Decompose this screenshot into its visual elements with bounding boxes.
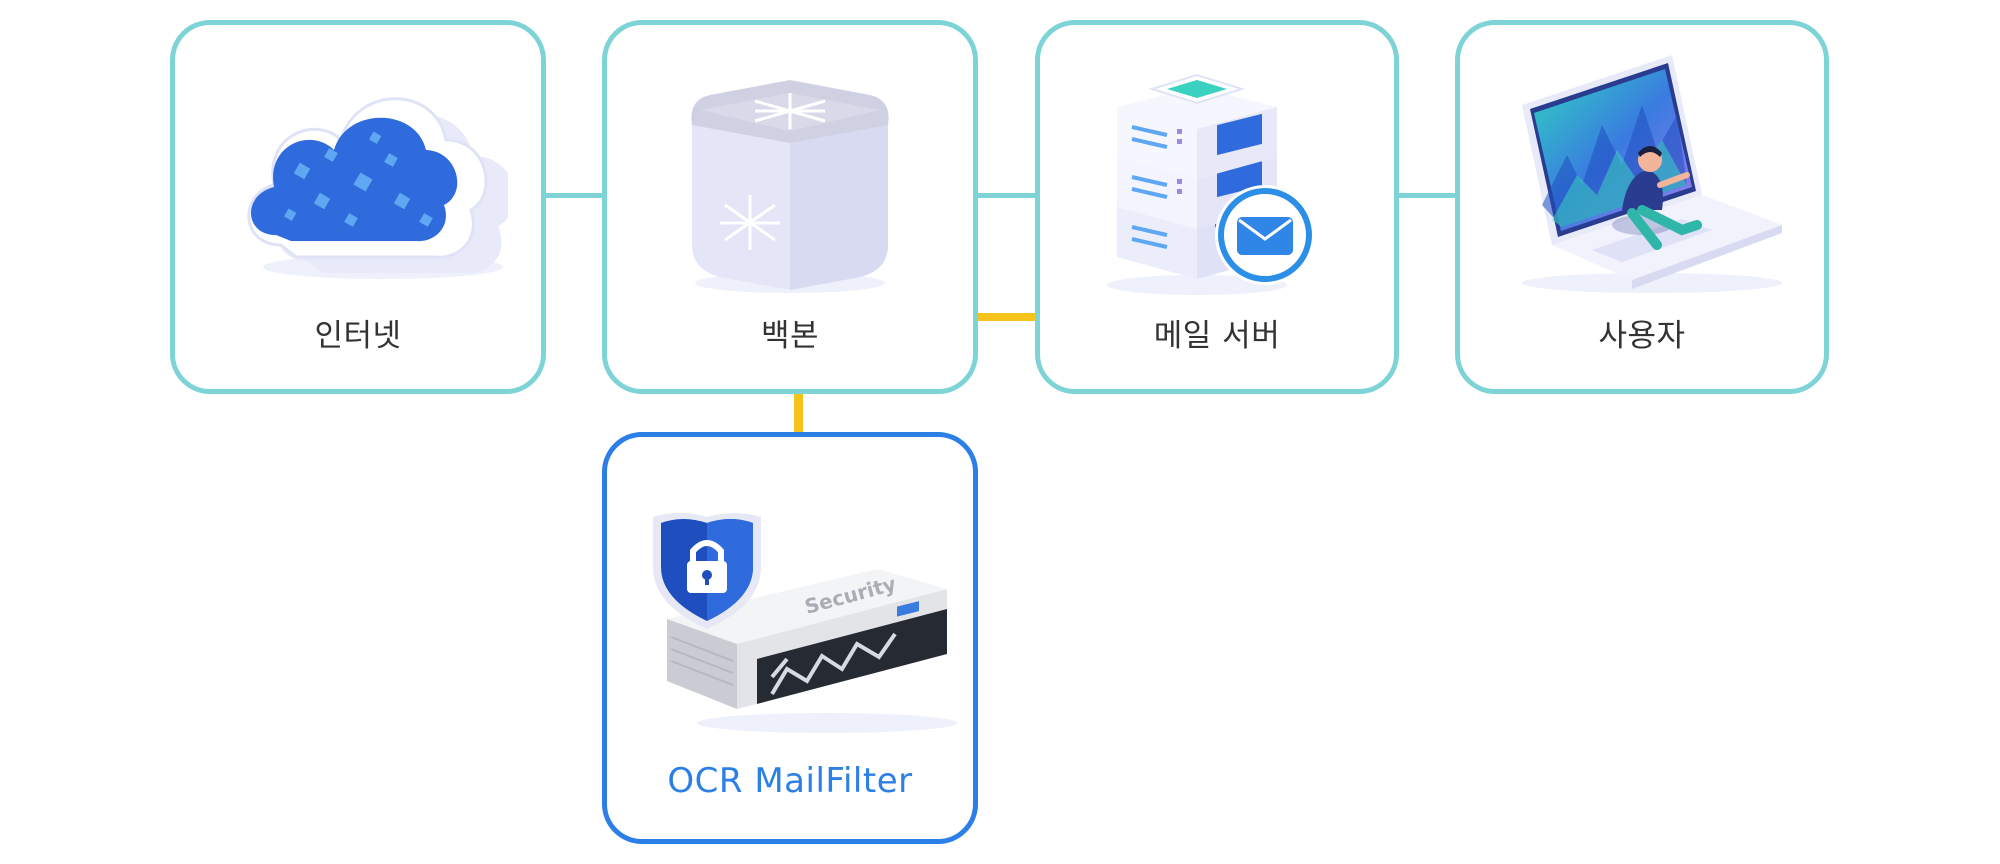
edge-backbone-ocr bbox=[794, 393, 803, 435]
node-mail-server[interactable]: 메일 서버 bbox=[1035, 20, 1399, 394]
network-switch-icon bbox=[691, 80, 889, 293]
laptop-user-icon bbox=[1522, 55, 1782, 293]
node-user-label: 사용자 bbox=[1598, 318, 1686, 354]
node-internet-label: 인터넷 bbox=[314, 318, 402, 354]
node-ocr-mailfilter-label: OCR MailFilter bbox=[667, 761, 913, 801]
edge-backbone-mailserver-secondary bbox=[975, 313, 1037, 321]
cloud-icon bbox=[247, 97, 508, 279]
node-backbone-label: 백본 bbox=[760, 318, 820, 354]
edge-internet-backbone bbox=[542, 193, 604, 198]
node-internet[interactable]: 인터넷 bbox=[170, 20, 546, 394]
node-mail-server-label: 메일 서버 bbox=[1153, 318, 1281, 354]
node-user[interactable]: 사용자 bbox=[1455, 20, 1829, 394]
node-ocr-mailfilter[interactable]: Security OCR MailFilter bbox=[602, 432, 978, 844]
node-backbone[interactable]: 백본 bbox=[602, 20, 978, 394]
edge-backbone-mailserver bbox=[975, 193, 1037, 198]
mail-server-icon bbox=[1107, 73, 1315, 295]
security-appliance-icon: Security bbox=[653, 513, 957, 733]
edge-mailserver-user bbox=[1395, 193, 1457, 198]
